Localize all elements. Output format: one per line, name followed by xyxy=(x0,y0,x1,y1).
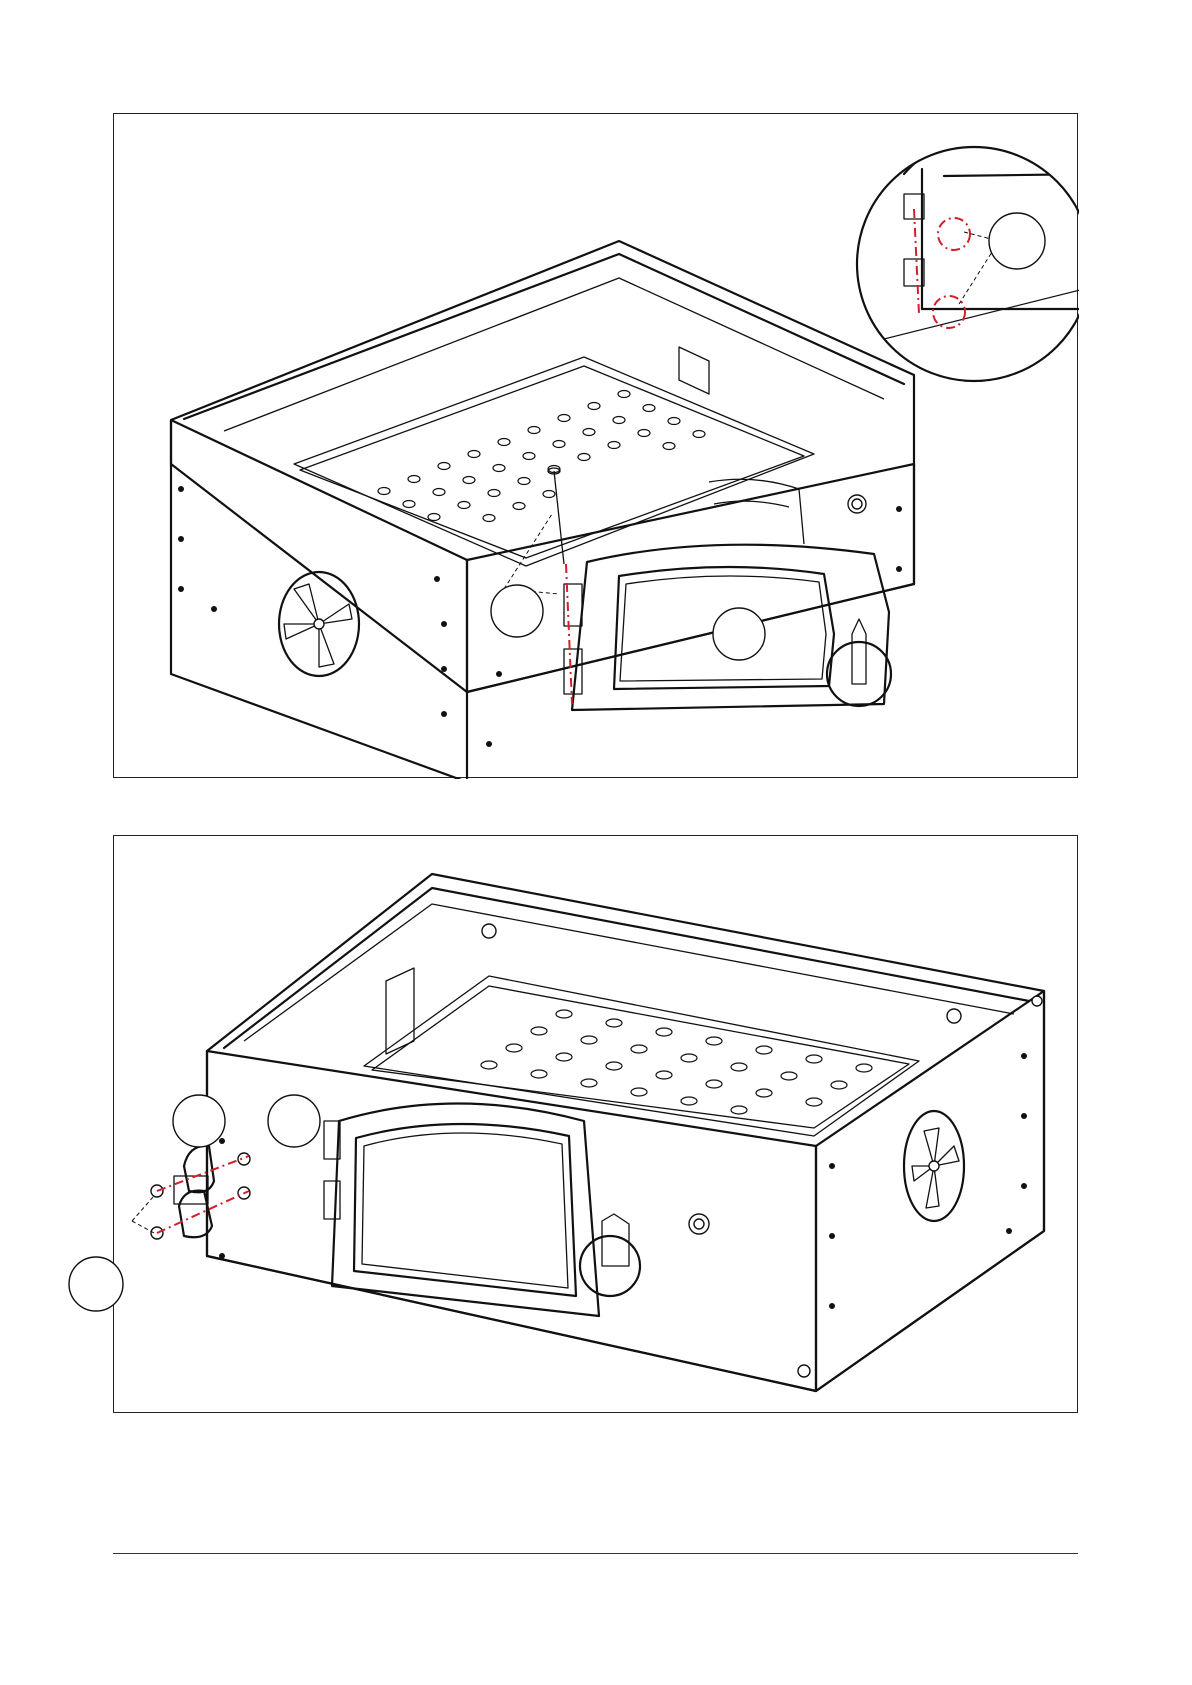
oven-door xyxy=(324,1104,640,1317)
callout-detail xyxy=(989,213,1045,269)
callout-screws-wrap xyxy=(62,1250,132,1320)
callout-bracket xyxy=(173,1095,225,1147)
callout-hinge-pin xyxy=(491,585,543,637)
tray-perforations xyxy=(378,391,705,522)
latch-bracket xyxy=(132,1146,250,1239)
callout-door xyxy=(713,608,765,660)
figure-2-illustration xyxy=(114,836,1079,1414)
tray-perforations xyxy=(481,1010,872,1114)
callout-screws xyxy=(69,1257,123,1311)
fan-vent xyxy=(904,1111,964,1221)
figure-1-panel xyxy=(113,113,1078,778)
oven-door xyxy=(564,479,891,710)
callout-holes xyxy=(268,1095,320,1147)
hinge-detail-inset xyxy=(841,136,1079,381)
side-fasteners xyxy=(219,924,1042,1377)
fan-vent xyxy=(279,572,359,676)
oven-box xyxy=(207,874,1044,1391)
oven-box xyxy=(171,241,914,779)
footer-rule xyxy=(113,1553,1078,1554)
figure-1-illustration xyxy=(114,114,1079,779)
figure-2-panel xyxy=(113,835,1078,1413)
